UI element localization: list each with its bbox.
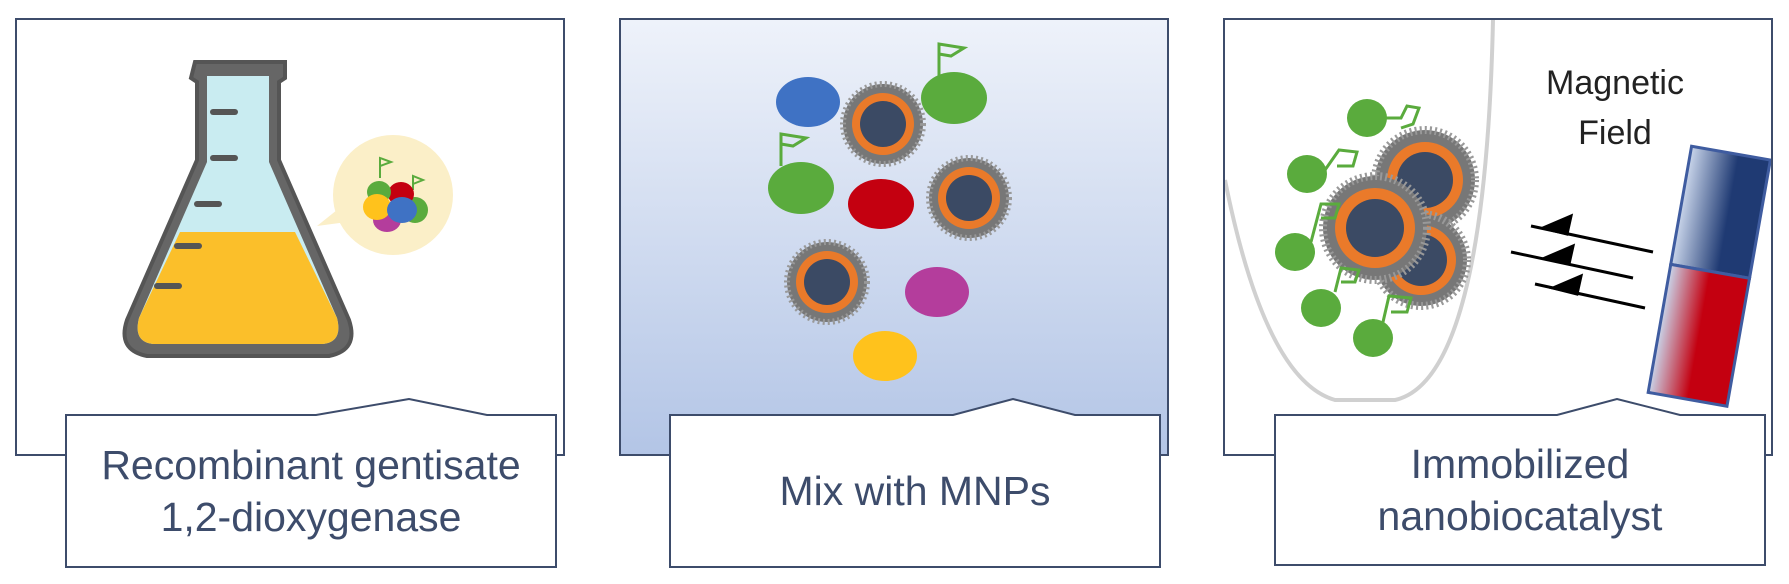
- tube-outline: [1225, 20, 1495, 402]
- caption-callout-1: Recombinant gentisate 1,2-dioxygenase: [65, 398, 557, 568]
- magnet: [1646, 144, 1771, 409]
- mixture-illustration: [768, 42, 1012, 381]
- bound-enzymes: [1275, 99, 1393, 357]
- enzyme-green-flagged: [768, 132, 834, 214]
- mnp-particle: [784, 239, 870, 325]
- mnp-particle: [840, 81, 926, 167]
- panel-immobilized: Magnetic Field: [1223, 18, 1773, 456]
- enzyme-red: [848, 179, 914, 229]
- panel-mix-mnps: [619, 18, 1169, 456]
- enzyme-magenta: [905, 267, 969, 317]
- enzyme-bubble: [317, 135, 453, 255]
- caption-callout-3: Immobilized nanobiocatalyst: [1274, 398, 1766, 568]
- enzyme-yellow: [853, 331, 917, 381]
- field-arrows: [1510, 213, 1654, 310]
- caption-recombinant: Recombinant gentisate 1,2-dioxygenase: [101, 442, 521, 540]
- flask-liquid: [137, 232, 339, 344]
- flask-illustration: [122, 60, 453, 358]
- enzyme-green-flagged: [921, 42, 987, 124]
- magnetic-field-label: Magnetic Field: [1546, 64, 1684, 152]
- caption-immobilized: Immobilized nanobiocatalyst: [1377, 441, 1663, 539]
- measurement-marks: [154, 109, 238, 289]
- enzyme-blue: [776, 77, 840, 127]
- caption-mix: Mix with MNPs: [779, 468, 1051, 514]
- caption-callout-2: Mix with MNPs: [669, 398, 1161, 568]
- mnp-particle: [926, 155, 1012, 241]
- magnetic-separation-illustration: [1225, 20, 1771, 409]
- panel-recombinant-enzyme: [15, 18, 565, 456]
- mnp-particle: [1319, 172, 1431, 284]
- enzyme-linkers: [1309, 104, 1422, 323]
